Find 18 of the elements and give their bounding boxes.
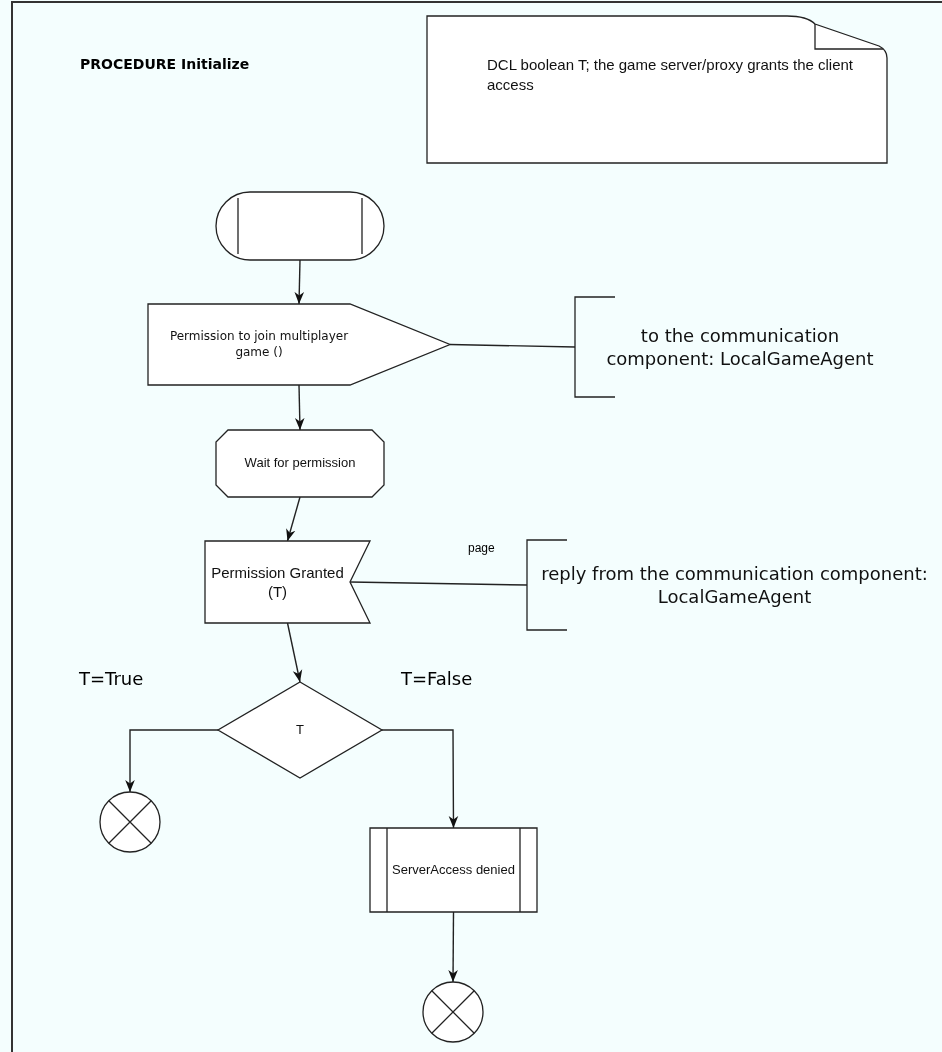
comment-text: to the communication component: LocalGameAgent (605, 323, 875, 371)
comment-text: reply from the communication component: LocalGameAgent (540, 561, 929, 609)
process-text: ServerAccess denied (392, 861, 515, 879)
connector-arrow (286, 496, 301, 542)
process-text: Permission Granted (T) (211, 562, 344, 602)
connector-arrow (294, 259, 305, 305)
connector-arrow (448, 911, 458, 983)
page-label: page (468, 541, 495, 555)
procedure-title: PROCEDURE Initialize (80, 56, 250, 72)
process-text: Wait for permission (244, 455, 356, 472)
connector-arrow (125, 729, 219, 793)
decision-text: T (296, 721, 304, 739)
connector-arrow (294, 384, 305, 431)
connector-arrow (381, 729, 459, 829)
connector-line (449, 343, 576, 348)
note-text: DCL boolean T; the game server/proxy grants the client access (487, 55, 855, 94)
connector-arrow (286, 622, 303, 683)
process-text: Permission to join multiplayer game () (168, 328, 350, 361)
